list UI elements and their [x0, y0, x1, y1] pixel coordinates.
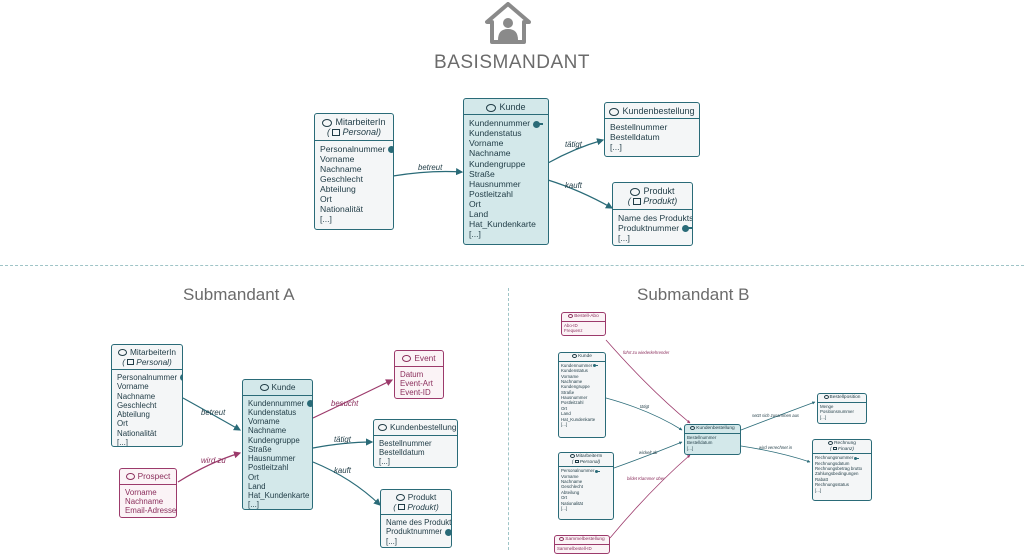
house-user-icon [485, 2, 531, 44]
section-title-submandant-b: Submandant B [637, 285, 750, 304]
rel-label-setzt-b: setzt sich zusammen aus [752, 413, 800, 418]
database-icon [569, 454, 575, 458]
entity-kunde-basis[interactable]: Kunde Kundennummer Kundenstatus Vorname … [463, 98, 549, 245]
database-icon [322, 118, 333, 127]
database-icon [125, 473, 135, 481]
entity-mitarbeiter-b[interactable]: MitarbeiterIn ( Personal) Personalnummer… [558, 452, 614, 520]
entity-kundenbestellung-b[interactable]: Kundenbestellung Bestellnummer Bestellda… [684, 424, 741, 455]
key-icon [307, 399, 312, 407]
column-divider [508, 288, 509, 550]
archive-icon [332, 129, 341, 137]
database-icon [828, 441, 834, 445]
entity-event-a[interactable]: Event Datum Event-Art Event-ID [394, 350, 444, 399]
rel-label-wickelt-b: wickelt ab [639, 450, 658, 455]
entity-rechnung-b[interactable]: Rechnung ( Finanz) Rechnungsnummer Rechn… [812, 439, 872, 501]
section-title-submandant-a: Submandant A [183, 285, 295, 304]
archive-icon [574, 460, 579, 464]
database-icon [690, 426, 696, 430]
entity-produkt-basis[interactable]: Produkt ( Produkt) Name des Produkts Pro… [612, 182, 693, 246]
database-icon [572, 354, 578, 358]
key-icon [682, 224, 692, 232]
entity-prospect-a[interactable]: Prospect Vorname Nachname Email-Adresse [119, 468, 177, 518]
rel-label-wird-zu-a: wird zu [201, 456, 226, 465]
archive-icon [398, 504, 406, 511]
key-icon [593, 364, 599, 368]
key-icon [388, 145, 393, 153]
rel-label-kauft: kauft [565, 181, 582, 190]
database-icon [568, 314, 574, 318]
database-icon [630, 187, 641, 196]
database-icon [117, 349, 127, 357]
rel-label-betreut: betreut [418, 163, 443, 172]
database-icon [559, 537, 565, 541]
database-icon [259, 384, 269, 392]
rel-label-betreut-a: betreut [201, 408, 226, 417]
entity-mitarbeiter-basis[interactable]: MitarbeiterIn ( Personal) Personalnummer… [314, 113, 394, 230]
entity-bestell-abo-b[interactable]: Bestell-Abo Abo-ID Frequenz [561, 312, 606, 336]
rel-label-verrechnet-b: wird verrechnet in [759, 445, 793, 450]
rel-label-besucht-a: besucht [331, 399, 359, 408]
entity-kunde-a[interactable]: Kunde Kundennummer Kundenstatus Vorname … [242, 379, 313, 510]
database-icon [609, 107, 620, 116]
database-icon [486, 103, 497, 112]
database-icon [402, 355, 412, 363]
entity-kundenbestellung-a[interactable]: Kundenbestellung Bestellnummer Bestellda… [373, 419, 458, 468]
key-icon [180, 374, 182, 382]
rel-label-bildet-b: bildet Klammer über [627, 476, 665, 481]
rel-label-taetigt-b: tätigt [640, 404, 650, 409]
entity-mitarbeiter-a[interactable]: MitarbeiterIn ( Personal) Personalnummer… [111, 344, 183, 447]
key-icon [533, 120, 544, 128]
entity-kunde-b[interactable]: Kunde Kundennummer Kundenstatus Vorname … [558, 352, 606, 438]
database-icon [378, 424, 387, 432]
rel-label-abo-b: führt zu wiederkehrender [623, 350, 670, 355]
entity-kundenbestellung-basis[interactable]: Kundenbestellung Bestellnummer Bestellda… [604, 102, 700, 157]
page-title: BASISMANDANT [434, 52, 590, 73]
entity-bestellposition-b[interactable]: Bestellposition Menge Positionsnummer [.… [817, 393, 867, 424]
key-icon [595, 469, 601, 473]
database-icon [395, 494, 405, 502]
section-divider [0, 265, 1024, 266]
entity-sammelbestellung-b[interactable]: Sammelbestellung Sammelbestell-ID [554, 535, 610, 554]
key-icon [854, 456, 860, 460]
key-icon [445, 528, 451, 536]
archive-icon [127, 359, 135, 366]
rel-label-kauft-a: kauft [334, 466, 351, 475]
rel-label-taetigt: tätigt [565, 140, 582, 149]
entity-produkt-a[interactable]: Produkt ( Produkt) Name des Produkts Pro… [380, 489, 452, 548]
archive-icon [832, 447, 837, 451]
rel-label-taetigt-a: tätigt [334, 435, 351, 444]
database-icon [823, 395, 829, 399]
archive-icon [633, 198, 642, 206]
